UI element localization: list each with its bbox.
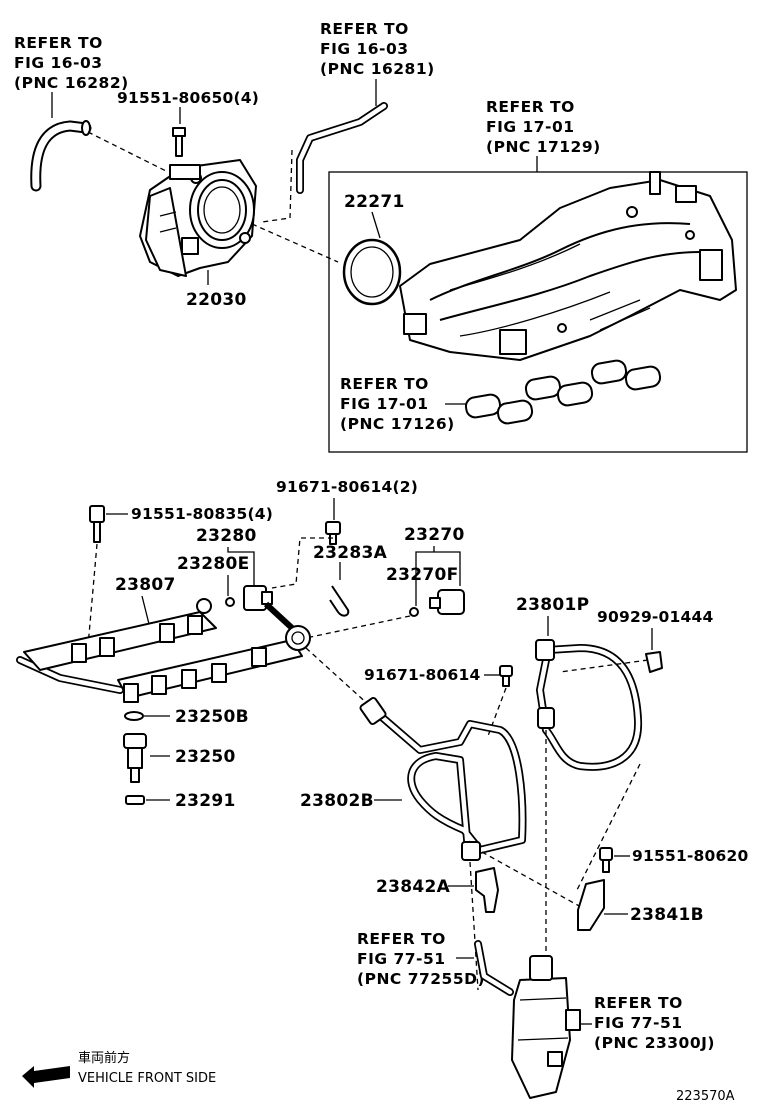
ref-line-2: FIG 77-51 [594,1014,683,1032]
bracket-23841b [577,879,605,931]
label-bolt-small: 91671-80614(2) [276,478,418,496]
pipe-16281 [296,102,388,194]
ref-manifold: REFER TO FIG 17-01 (PNC 17129) [486,98,601,156]
label-sensor-e: 23280E [177,554,250,574]
insulator-23250b [124,711,144,721]
ref-throttle-hose: REFER TO FIG 16-03 (PNC 16282) [14,34,129,92]
ref-line-2: FIG 17-01 [486,118,575,136]
dash-pipe-to-throttle [261,149,293,223]
ref-line-1: REFER TO [594,994,683,1012]
dash-hose-to-throttle [87,131,169,173]
hose-77255d [474,940,514,996]
label-bolt-620: 91551-80620 [632,847,748,865]
bolt-91671 [499,665,513,687]
ref-line-1: REFER TO [486,98,575,116]
ref-line-1: REFER TO [14,34,103,52]
bolt-throttle [172,127,186,157]
ref-line-3: (PNC 77255D) [357,970,485,988]
dash-rail-to-tube [305,647,371,707]
bracket-sensor-group [227,547,255,590]
clip-23283a [329,585,350,617]
label-throttle-body: 22030 [186,290,247,310]
label-clamp: 90929-01444 [597,608,713,626]
ref-line-3: (PNC 16282) [14,74,129,92]
ref-tank-hose: REFER TO FIG 77-51 (PNC 77255D) [357,930,485,988]
cushion-23291 [125,795,145,805]
label-bracket-b: 23841B [630,905,704,925]
leader-gasket [371,211,381,239]
bracket-regulator-group [415,546,461,606]
ref-throttle-pipe: REFER TO FIG 16-03 (PNC 16281) [320,20,435,78]
dash-regulator [305,615,411,639]
arrow-left-icon [22,1066,70,1088]
ref-line-2: FIG 16-03 [14,54,103,72]
label-bolt-91671: 91671-80614 [364,666,480,684]
gasket-22271 [342,238,402,306]
manifold-gasket [464,359,662,425]
intake-manifold [399,171,737,361]
ref-line-1: REFER TO [357,930,446,948]
label-cushion: 23291 [175,791,236,811]
legend-japanese: 車両前方 [78,1050,130,1066]
throttle-body-22030 [139,159,257,277]
figure-id: 223570A [676,1089,735,1104]
canister-23300j [511,955,581,1099]
dash-throttle-to-gasket [251,223,339,263]
ref-line-1: REFER TO [320,20,409,38]
ref-line-3: (PNC 23300J) [594,1034,715,1052]
ref-line-3: (PNC 17129) [486,138,601,156]
label-delivery-pipe: 23807 [115,575,176,595]
fuel-tube-23802b [359,697,527,861]
ref-line-2: FIG 16-03 [320,40,409,58]
ref-line-2: FIG 77-51 [357,950,446,968]
dash-pipe-to-bracket [575,763,641,893]
label-regulator-group: 23270 [404,525,465,545]
bracket-23842a [475,867,499,913]
ref-line-2: FIG 17-01 [340,395,429,413]
ref-line-3: (PNC 16281) [320,60,435,78]
dash-bolt-small [271,537,333,589]
manifold-box [328,171,748,453]
dash-bracket-a [469,861,479,991]
label-bolt-rail: 91551-80835(4) [131,505,273,523]
ref-manifold-gasket: REFER TO FIG 17-01 (PNC 17126) [340,375,455,433]
dash-clamp [559,659,649,673]
hose-16282 [30,120,92,192]
fuel-pipe-23801p [535,639,643,771]
bolt-small [325,521,341,545]
label-gasket: 22271 [344,192,405,212]
label-clip: 23283A [313,543,388,563]
delivery-pipe-23807 [16,598,311,703]
ref-canister: REFER TO FIG 77-51 (PNC 23300J) [594,994,715,1052]
ref-line-3: (PNC 17126) [340,415,455,433]
label-fuel-pipe-p: 23801P [516,595,589,615]
label-sensor-group: 23280 [196,526,257,546]
label-regulator-f: 23270F [386,565,459,585]
label-bracket-a: 23842A [376,877,451,897]
label-injector: 23250 [175,747,236,767]
regulator-23270 [409,589,465,617]
legend-english: VEHICLE FRONT SIDE [78,1071,216,1086]
sensor-23280 [225,585,273,611]
dash-tube-to-bracket [481,851,591,913]
clamp-90929 [645,651,663,673]
ref-line-1: REFER TO [340,375,429,393]
sensor-stem [263,601,295,631]
front-arrow [22,1066,70,1088]
label-bolt-throttle: 91551-80650(4) [117,89,259,107]
bolt-rail [89,505,105,543]
injector-23250 [123,733,147,783]
dash-bolt-rail [87,543,98,647]
bolt-620 [599,847,613,873]
label-fuel-tube-b: 23802B [300,791,374,811]
label-insulator: 23250B [175,707,249,727]
